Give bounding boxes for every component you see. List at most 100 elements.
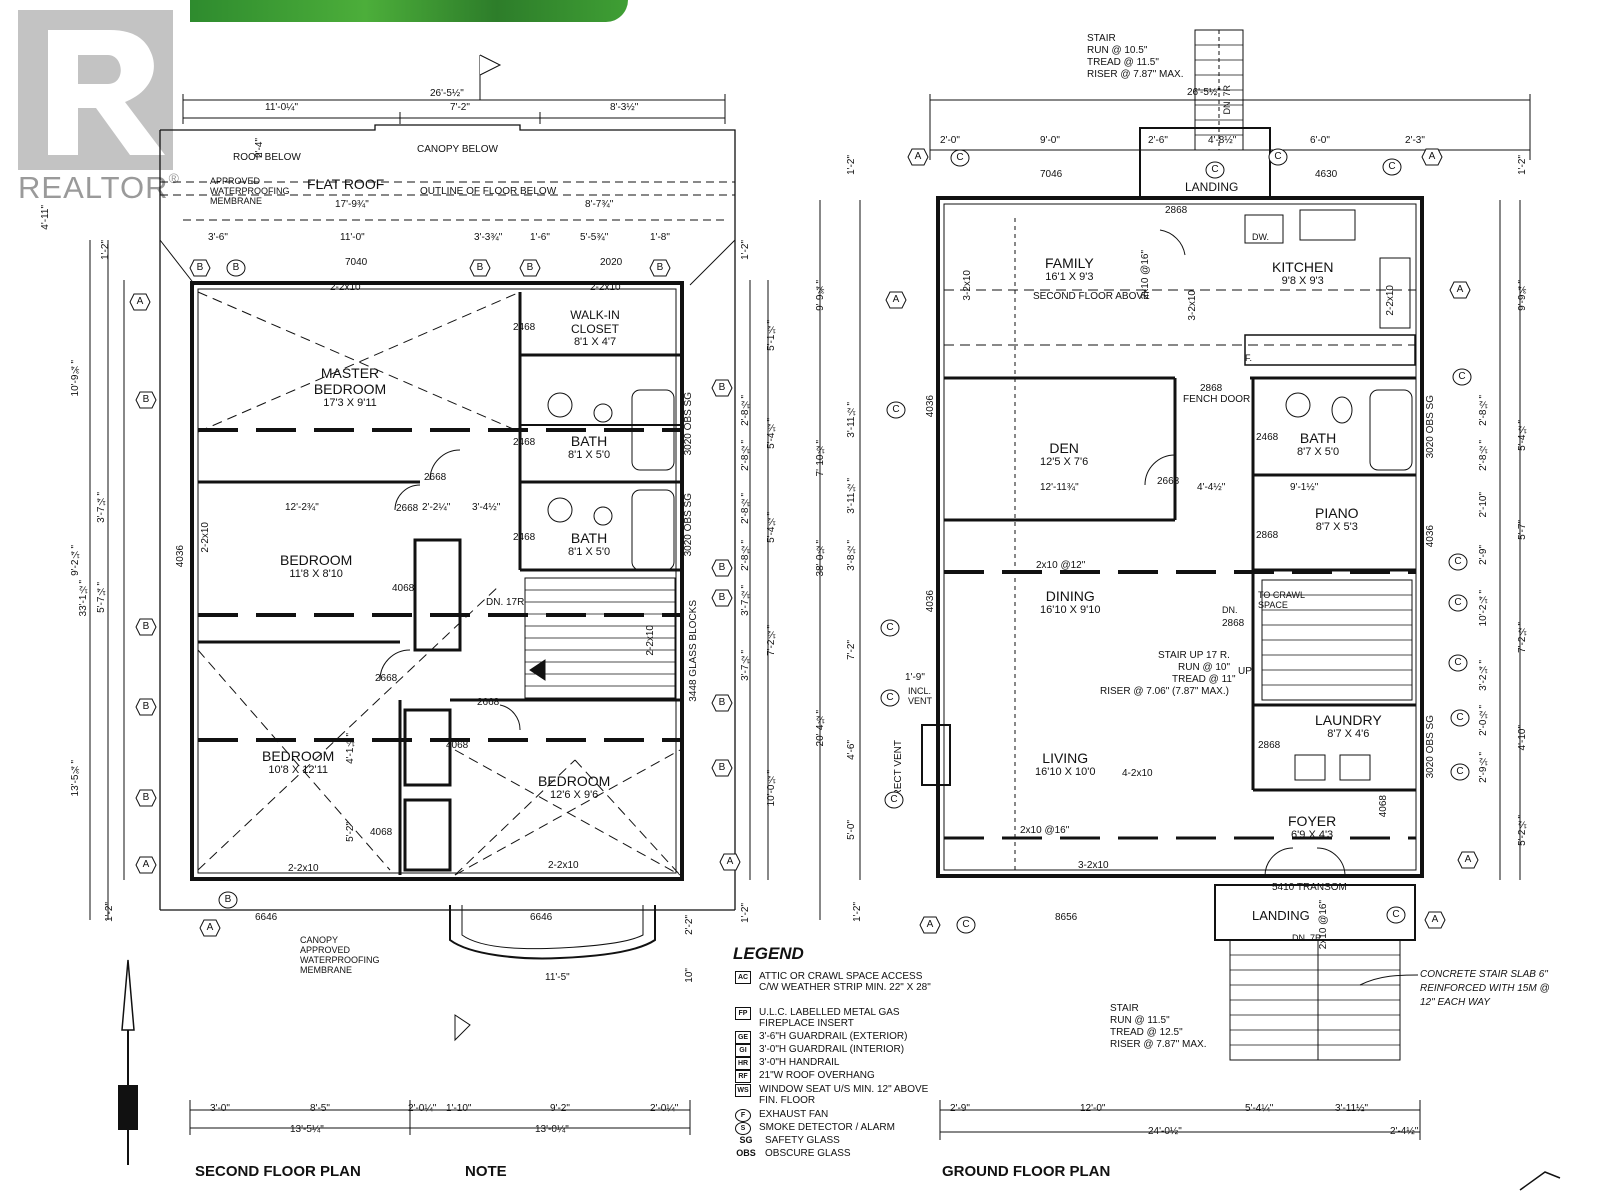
second-dim-11-0: 11'-0" bbox=[340, 232, 365, 243]
tag-letter: B bbox=[196, 262, 204, 273]
section-tag-c: C bbox=[949, 149, 971, 167]
ground-floor-title: GROUND FLOOR PLAN bbox=[942, 1163, 1111, 1180]
label-roof-below: ROOF BELOW bbox=[233, 152, 301, 163]
second-dim-5-5: 5'-5¾" bbox=[580, 232, 609, 243]
beam-label: 2-2x10 bbox=[330, 282, 361, 293]
tag-letter: A bbox=[206, 922, 214, 933]
door-2468: 2468 bbox=[513, 322, 536, 333]
legend-item-text: OBSCURE GLASS bbox=[765, 1148, 851, 1159]
section-tag-a: A bbox=[199, 919, 221, 937]
tag-letter: A bbox=[1456, 284, 1464, 295]
ground-dim-bot-c: 5'-4¼" bbox=[1245, 1103, 1274, 1114]
door-2668: 2668 bbox=[375, 673, 398, 684]
ground-dim-top-d: 4'-8½" bbox=[1208, 135, 1237, 146]
door-2868: 2868 bbox=[1258, 740, 1281, 751]
beam-label: 2-2x10 bbox=[548, 860, 579, 871]
room-bedroom-1: BEDROOM 11'8 X 8'10 bbox=[280, 552, 352, 580]
legend-key-symbol: WS bbox=[735, 1084, 751, 1097]
room-name: DEN bbox=[1049, 440, 1079, 456]
tag-letter: C bbox=[1392, 909, 1400, 920]
ground-dim-right-c: 5'-4½" bbox=[1517, 420, 1528, 451]
ground-dim-right-l: 4'-10" bbox=[1517, 725, 1528, 751]
second-dim-right-n: 1'-2" bbox=[740, 903, 751, 923]
label-french-door: FENCH DOOR bbox=[1183, 394, 1251, 405]
room-foyer: FOYER 6'9 X 4'3 bbox=[1288, 813, 1336, 841]
beam-label: 2x10 @16" bbox=[1140, 250, 1151, 300]
room-landing-bottom: LANDING bbox=[1252, 908, 1310, 923]
section-tag-b: B bbox=[711, 379, 733, 397]
second-dim-top-total: 26'-5½" bbox=[430, 88, 464, 99]
section-tag-b: B bbox=[711, 694, 733, 712]
legend-item-text: SAFETY GLASS bbox=[765, 1135, 840, 1146]
second-dim-right-c: 5'-4½" bbox=[766, 418, 777, 449]
room-dim: 8'1 X 4'7 bbox=[573, 336, 617, 348]
tag-letter: C bbox=[956, 152, 964, 163]
label-approved: APPROVED bbox=[210, 176, 261, 186]
second-dim-bot-b: 8'-5" bbox=[310, 1103, 330, 1114]
beam-label: 2-2x10 bbox=[645, 625, 656, 656]
tag-letter: C bbox=[1456, 712, 1464, 723]
ground-dim-right-a: 9'-9¾" bbox=[1517, 280, 1528, 311]
label-stair-up: STAIR UP 17 R. bbox=[1158, 650, 1230, 661]
window-4036: 4036 bbox=[1425, 525, 1436, 548]
label-glass-blocks: 3448 GLASS BLOCKS bbox=[688, 600, 699, 702]
label-concrete-stair-note: CONCRETE STAIR SLAB 6" REINFORCED WITH 1… bbox=[1420, 969, 1550, 1008]
section-tag-a: A bbox=[135, 856, 157, 874]
legend-key-symbol: HR bbox=[735, 1057, 751, 1070]
tag-letter: A bbox=[892, 294, 900, 305]
section-tag-b: B bbox=[711, 759, 733, 777]
section-tag-c: C bbox=[1385, 906, 1407, 924]
label-waterproofing: WATERPROOFING bbox=[210, 186, 290, 196]
legend-item-text: ATTIC OR CRAWL SPACE ACCESS C/W WEATHER … bbox=[759, 971, 931, 993]
tag-letter: A bbox=[136, 296, 144, 307]
second-dim-3-4: 3'-4½" bbox=[472, 502, 501, 513]
room-name: LAUNDRY bbox=[1315, 712, 1382, 728]
section-tag-c: C bbox=[1451, 368, 1473, 386]
label-riser: RISER @ 7.87" MAX. bbox=[1110, 1039, 1207, 1050]
tag-letter: B bbox=[718, 592, 726, 603]
label-dn-7r: DN. 7R bbox=[1292, 933, 1322, 943]
beam-label: 2-2x10 bbox=[288, 863, 319, 874]
room-bedroom-3: BEDROOM 12'6 X 9'6 bbox=[538, 773, 610, 801]
door-4068: 4068 bbox=[370, 827, 393, 838]
legend-item-text: EXHAUST FAN bbox=[759, 1109, 829, 1120]
section-tag-c: C bbox=[879, 689, 901, 707]
second-dim-bot-f: 2'-0¼" bbox=[650, 1103, 679, 1114]
tag-letter: B bbox=[232, 262, 240, 273]
room-name: FAMILY bbox=[1045, 255, 1094, 271]
label-riser: RISER @ 7.87" MAX. bbox=[1087, 69, 1184, 80]
second-dim-left-total: 33'-1½" bbox=[78, 580, 89, 617]
second-dim-bot-c: 2'-0¼" bbox=[408, 1103, 437, 1114]
label-approved: APPROVED bbox=[300, 945, 351, 955]
second-dim-right-a: 5'-1½" bbox=[766, 320, 777, 351]
tag-letter: C bbox=[1388, 161, 1396, 172]
label-dn-7r: DN. 7R bbox=[1222, 85, 1232, 115]
room-dim: 17'3 X 9'11 bbox=[323, 397, 377, 409]
room-family: FAMILY 16'1 X 9'3 bbox=[1045, 255, 1094, 283]
label-riser-up: RISER @ 7.06" (7.87" MAX.) bbox=[1100, 686, 1229, 697]
label-canopy-below: CANOPY BELOW bbox=[417, 144, 498, 155]
beam-label: 2x10 @16" bbox=[1020, 825, 1070, 836]
door-2668: 2668 bbox=[477, 697, 500, 708]
label-outline-floor-below: OUTLINE OF FLOOR BELOW bbox=[420, 186, 557, 197]
second-dim-left-d: 3'-7¼" bbox=[96, 492, 107, 523]
ground-dim-top-total: 26'-5½" bbox=[1187, 87, 1221, 98]
registered-mark: ® bbox=[168, 170, 180, 186]
tag-letter: C bbox=[1454, 556, 1462, 567]
second-dim-right-o: 1'-2" bbox=[740, 240, 751, 260]
room-name: BEDROOM bbox=[538, 773, 611, 789]
second-dim-left-g: 1'-2" bbox=[100, 240, 111, 260]
tag-letter: A bbox=[142, 859, 150, 870]
door-2468: 2468 bbox=[1256, 432, 1279, 443]
second-dim-17-9: 17'-9¾" bbox=[335, 199, 369, 210]
door-2868: 2868 bbox=[1200, 383, 1223, 394]
label-second-floor-above: SECOND FLOOR ABOVE bbox=[1033, 291, 1150, 302]
room-dim: 8'7 X 4'6 bbox=[1327, 728, 1370, 740]
window-4036: 4036 bbox=[175, 545, 186, 568]
label-to-crawl-space: TO CRAWL SPACE bbox=[1258, 590, 1305, 610]
tag-letter: B bbox=[476, 262, 484, 273]
